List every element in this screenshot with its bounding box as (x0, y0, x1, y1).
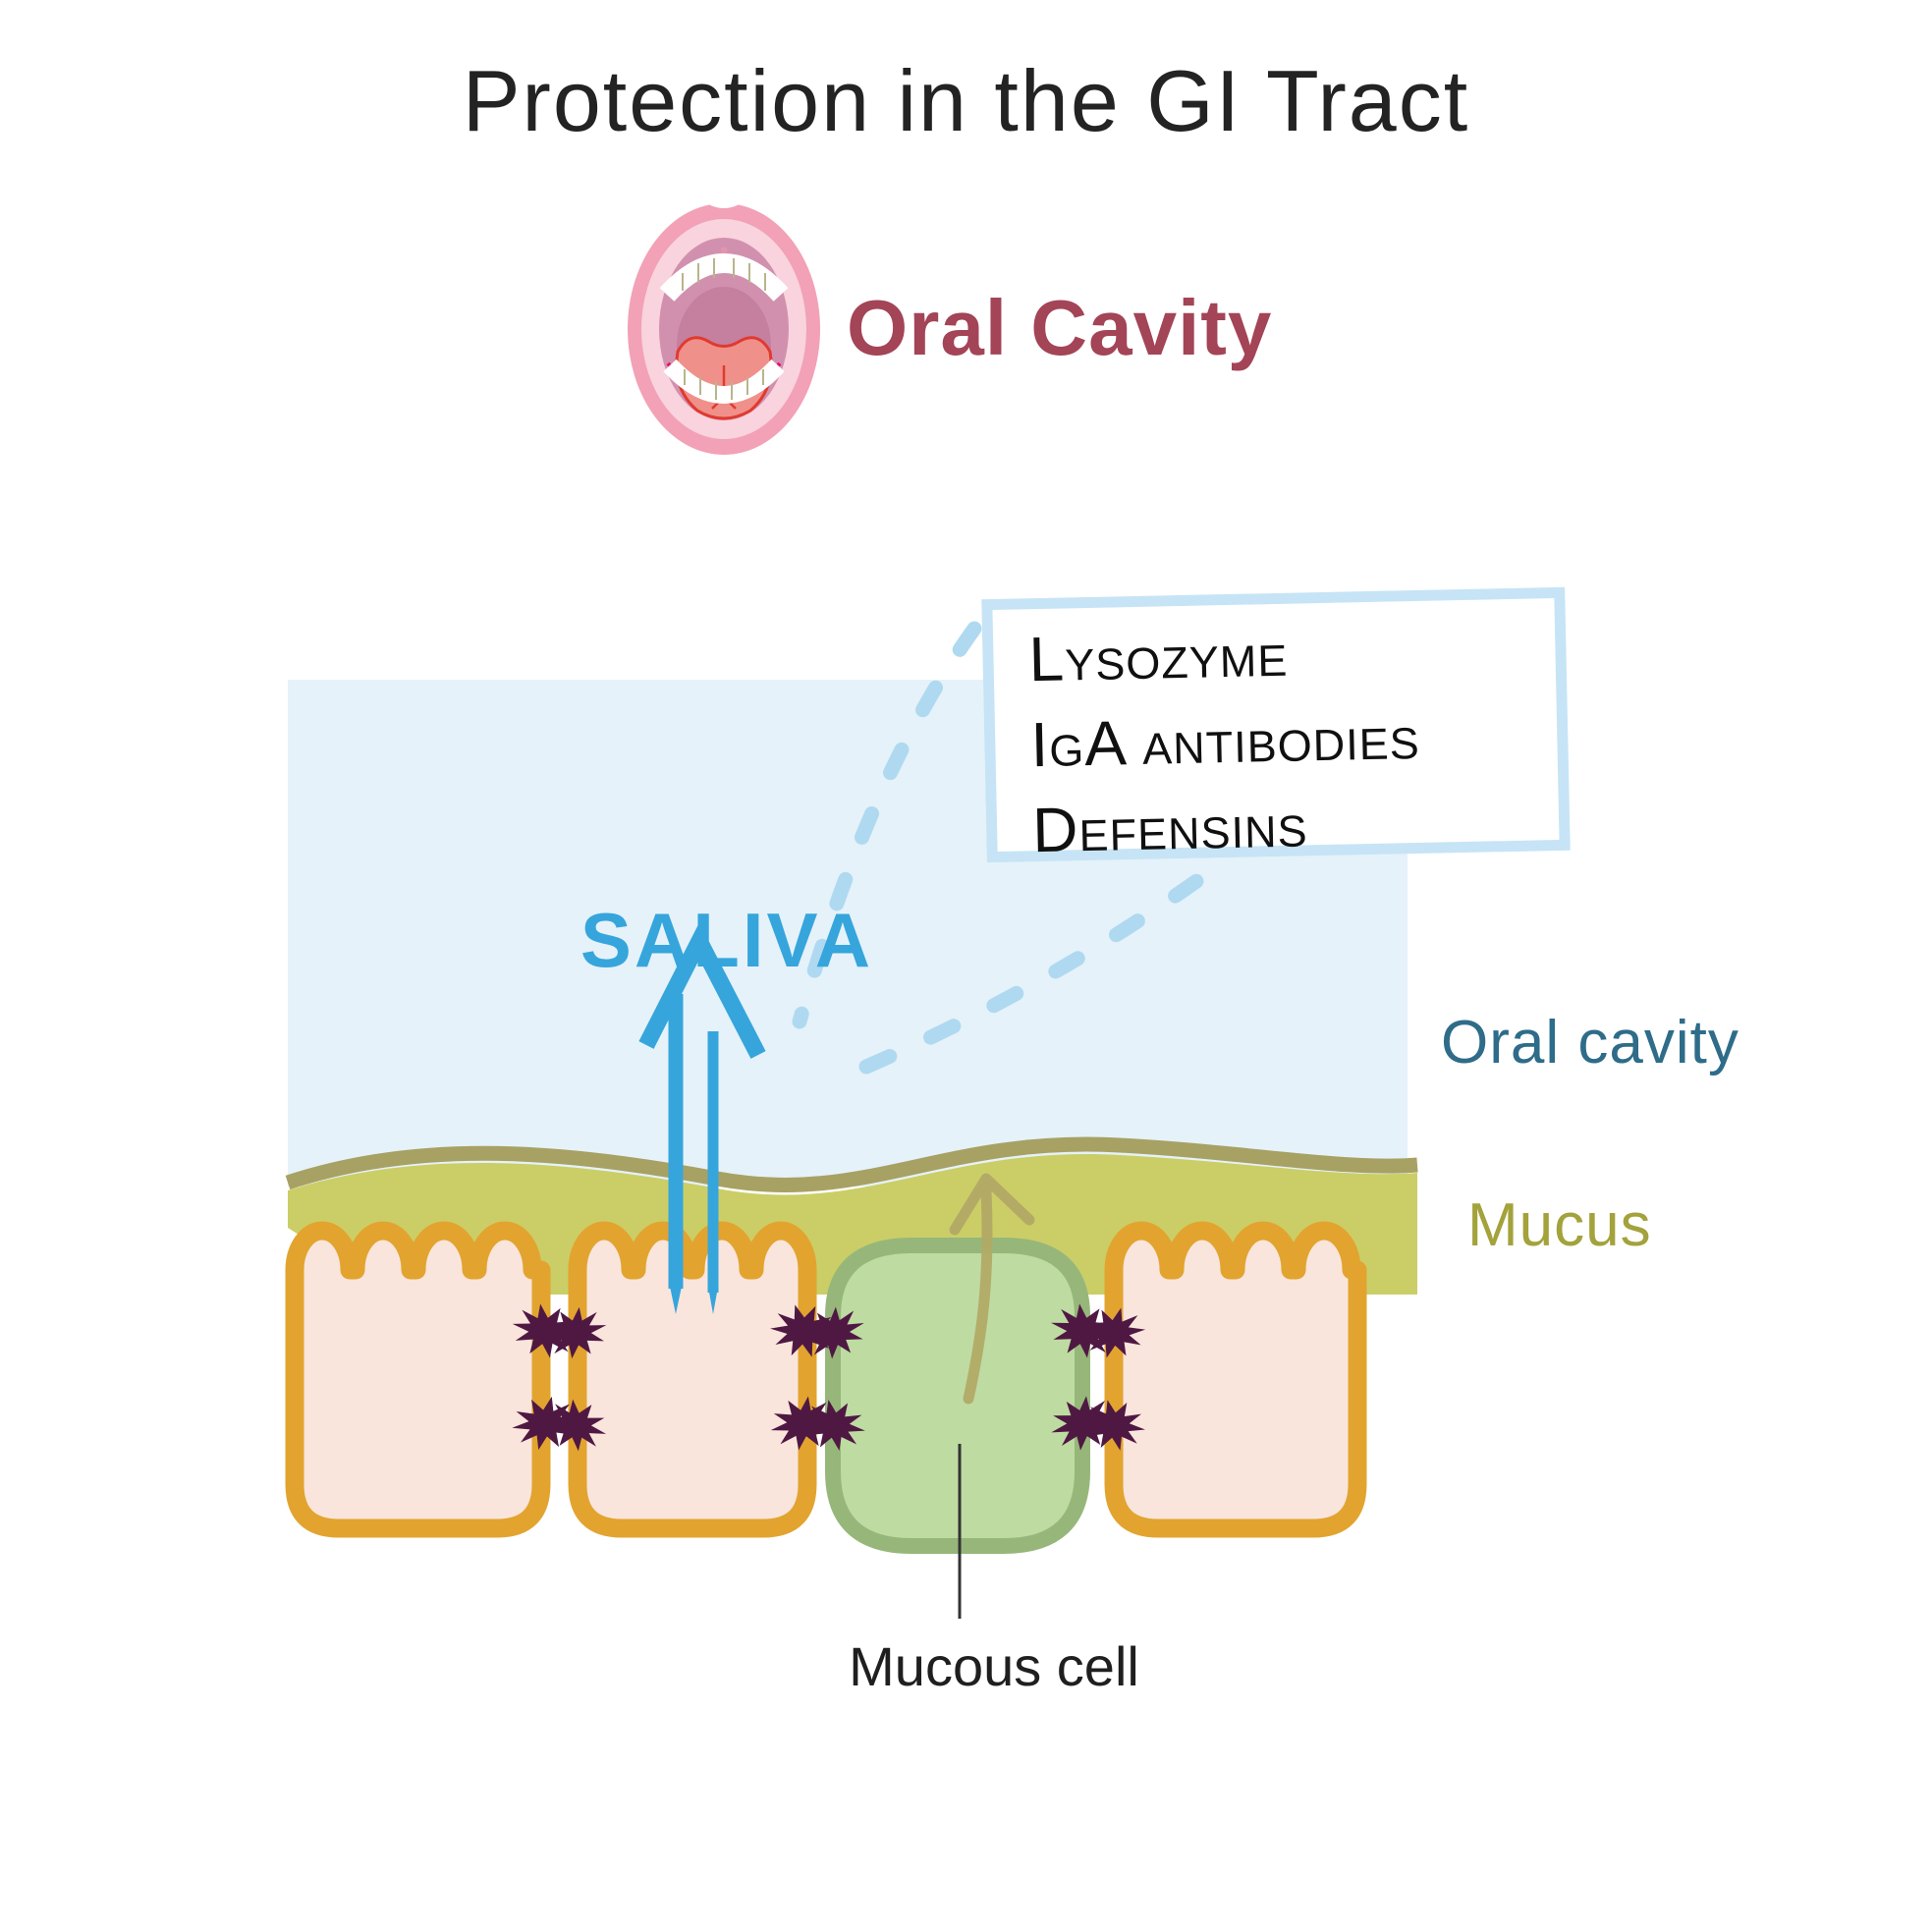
callout-item-lysozyme: Lysozyme (1027, 618, 1289, 695)
mouth-illustration (628, 196, 820, 455)
mucus-surface-line (285, 1136, 1418, 1192)
callout-item-iga-antibodies: IgA antibodies (1029, 700, 1421, 781)
epithelial-cell-2 (568, 1221, 817, 1538)
saliva-label: SALIVA (580, 897, 874, 983)
open-mouth-icon (611, 196, 837, 462)
label-mucus: Mucus (1467, 1191, 1652, 1259)
epithelial-cell-1 (285, 1221, 551, 1538)
label-mucous-cell: Mucous cell (849, 1635, 1139, 1697)
upper-teeth-separators (682, 258, 766, 291)
epithelial-cell-3 (1104, 1221, 1367, 1538)
upper-teeth (659, 253, 789, 302)
cupid-bow-notch (699, 196, 748, 208)
dashed-connector-lower (858, 851, 1236, 1075)
callout-item-defensins: Defensins (1031, 789, 1309, 866)
lower-teeth-separators (684, 369, 764, 400)
label-oral-cavity: Oral cavity (1441, 1009, 1739, 1076)
oral-cavity-heading: Oral Cavity (847, 284, 1273, 371)
mucous-cell-shape (825, 1238, 1090, 1554)
mucus-secretion-arrow (949, 1173, 1035, 1405)
uvula-mark (720, 247, 728, 254)
page-title: Protection in the GI Tract (462, 52, 1470, 149)
saliva-arrow (638, 922, 766, 1314)
lower-teeth (663, 359, 785, 404)
dashed-connector-upper (792, 621, 982, 1029)
callout-box: Lysozyme IgA antibodies Defensins (981, 586, 1571, 865)
